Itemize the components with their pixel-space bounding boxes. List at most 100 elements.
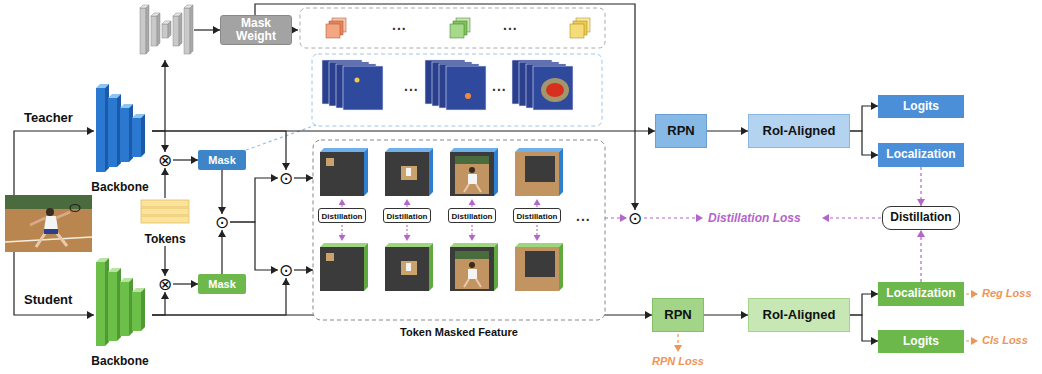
student-feature-tiles-part xyxy=(429,243,433,291)
student-feature-tiles-part xyxy=(515,247,559,291)
mask-weight-frame-part xyxy=(326,24,340,38)
teacher-feature-tiles-part xyxy=(455,156,489,164)
student-feature-tiles-part xyxy=(464,279,481,287)
input-photo-part xyxy=(5,195,92,252)
node-label: Mask xyxy=(208,154,236,166)
connector xyxy=(294,269,313,270)
input-arrows-part xyxy=(14,252,94,315)
attention-heatmaps xyxy=(246,54,602,150)
node-label: Logits xyxy=(903,335,939,348)
node-label: Mask xyxy=(208,278,236,290)
ellipsis: ... xyxy=(503,17,518,33)
backbone-slab xyxy=(96,88,105,172)
backbone-slab xyxy=(108,272,117,341)
head-box: Logits xyxy=(878,95,964,118)
loss-arrows-part xyxy=(966,293,978,294)
input-photo xyxy=(5,195,92,252)
loss-label: RPN Loss xyxy=(652,355,704,367)
operator-circle: ⊙ xyxy=(214,214,230,230)
loss-arrows-part xyxy=(966,340,978,341)
student-feature-tiles-part xyxy=(455,251,489,259)
node-label: Tokens xyxy=(144,233,185,246)
ellipsis: ... xyxy=(576,208,591,224)
ellipsis: ... xyxy=(404,78,419,94)
distillation-arrows-part xyxy=(471,225,472,241)
input-arrows-part xyxy=(164,60,165,131)
operator-symbol: ⊙ xyxy=(215,214,229,230)
student-feature-tiles-part xyxy=(401,261,417,275)
node-label: Token Masked Feature xyxy=(400,326,518,338)
distillation-box: Distillation xyxy=(383,208,431,223)
distillation-box: Distillation xyxy=(882,206,960,230)
operator-circle: ⊗ xyxy=(157,276,173,292)
input-photo-part xyxy=(5,237,92,242)
operator-symbol: ⊗ xyxy=(158,152,172,168)
connector xyxy=(850,106,878,131)
input-photo-part xyxy=(44,216,58,230)
loss-arrows-part xyxy=(644,217,703,218)
node-label: RoI-Aligned xyxy=(763,308,836,322)
student-feature-tiles-part xyxy=(494,243,498,291)
student-feature-tiles-part xyxy=(468,269,477,279)
teacher-feature-tiles-part xyxy=(559,148,563,196)
process-box: RoI-Aligned xyxy=(748,114,850,148)
attention-heatmaps-part xyxy=(343,66,383,110)
node-label: RPN xyxy=(664,308,691,322)
attention-heatmaps-part xyxy=(546,83,564,97)
distillation-arrows-part xyxy=(406,225,407,241)
token-bar xyxy=(141,216,189,223)
mask-weight-network xyxy=(140,5,193,54)
student-feature-tiles-part xyxy=(515,243,563,247)
mask-weight-network-part xyxy=(157,13,160,46)
attention-heatmaps-part xyxy=(246,125,316,150)
node-label: Distillation xyxy=(452,213,493,222)
operator-circle: ⊙ xyxy=(627,210,643,226)
input-photo-part xyxy=(46,208,54,216)
mask-box: Mask xyxy=(198,274,246,294)
teacher-feature-tiles-part xyxy=(515,152,559,196)
backbone-slab xyxy=(96,262,105,346)
operator-circle: ⊙ xyxy=(278,170,294,186)
input-photo-part xyxy=(56,212,70,218)
connector xyxy=(850,294,878,315)
node-label: Backbone xyxy=(91,355,148,368)
student-feature-tiles-part xyxy=(469,262,475,268)
distillation-arrows xyxy=(342,199,537,241)
mask-weight-network-part xyxy=(173,16,179,46)
attention-heatmaps-part xyxy=(446,66,486,110)
node-label: Distillation xyxy=(387,213,428,222)
loss-arrows xyxy=(644,218,978,352)
student-feature-tiles-part xyxy=(320,247,364,291)
mask-weight-network-part xyxy=(162,24,168,38)
mask-weight-network-part xyxy=(140,8,146,54)
backbone-block: Backbone xyxy=(88,256,152,368)
attention-heatmaps-part xyxy=(533,66,573,110)
feature-frame xyxy=(313,140,605,320)
teacher-feature-tiles-part xyxy=(464,184,481,192)
connector xyxy=(152,292,165,315)
node-label: RPN xyxy=(667,124,694,138)
backbone-slab xyxy=(120,108,129,162)
input-arrows-part xyxy=(194,29,220,30)
connector xyxy=(173,283,198,284)
teacher-feature-tiles-part xyxy=(326,158,334,166)
mask-weight-frame-part xyxy=(570,24,584,38)
teacher-feature-tiles-part xyxy=(364,148,368,196)
process-box: RPN xyxy=(655,114,707,148)
mask-weight-frame-part xyxy=(450,24,464,38)
loss-arrows-part xyxy=(822,217,881,218)
feature-panel: Token Masked Feature Distillation Distilla… xyxy=(313,140,605,338)
input-photo-part xyxy=(36,232,67,247)
teacher-feature-tiles-part xyxy=(494,148,498,196)
distillation-arrows-part xyxy=(341,225,342,241)
distillation-arrows-part xyxy=(341,199,342,207)
distillation-arrows-part xyxy=(536,225,537,241)
operator-symbol: ⊙ xyxy=(279,262,293,278)
operator-symbol: ⊗ xyxy=(158,276,172,292)
node-label: Distillation xyxy=(890,211,951,224)
node-label: Localization xyxy=(886,148,955,161)
distillation-arrows-part xyxy=(536,199,537,207)
token-bar xyxy=(141,200,189,207)
